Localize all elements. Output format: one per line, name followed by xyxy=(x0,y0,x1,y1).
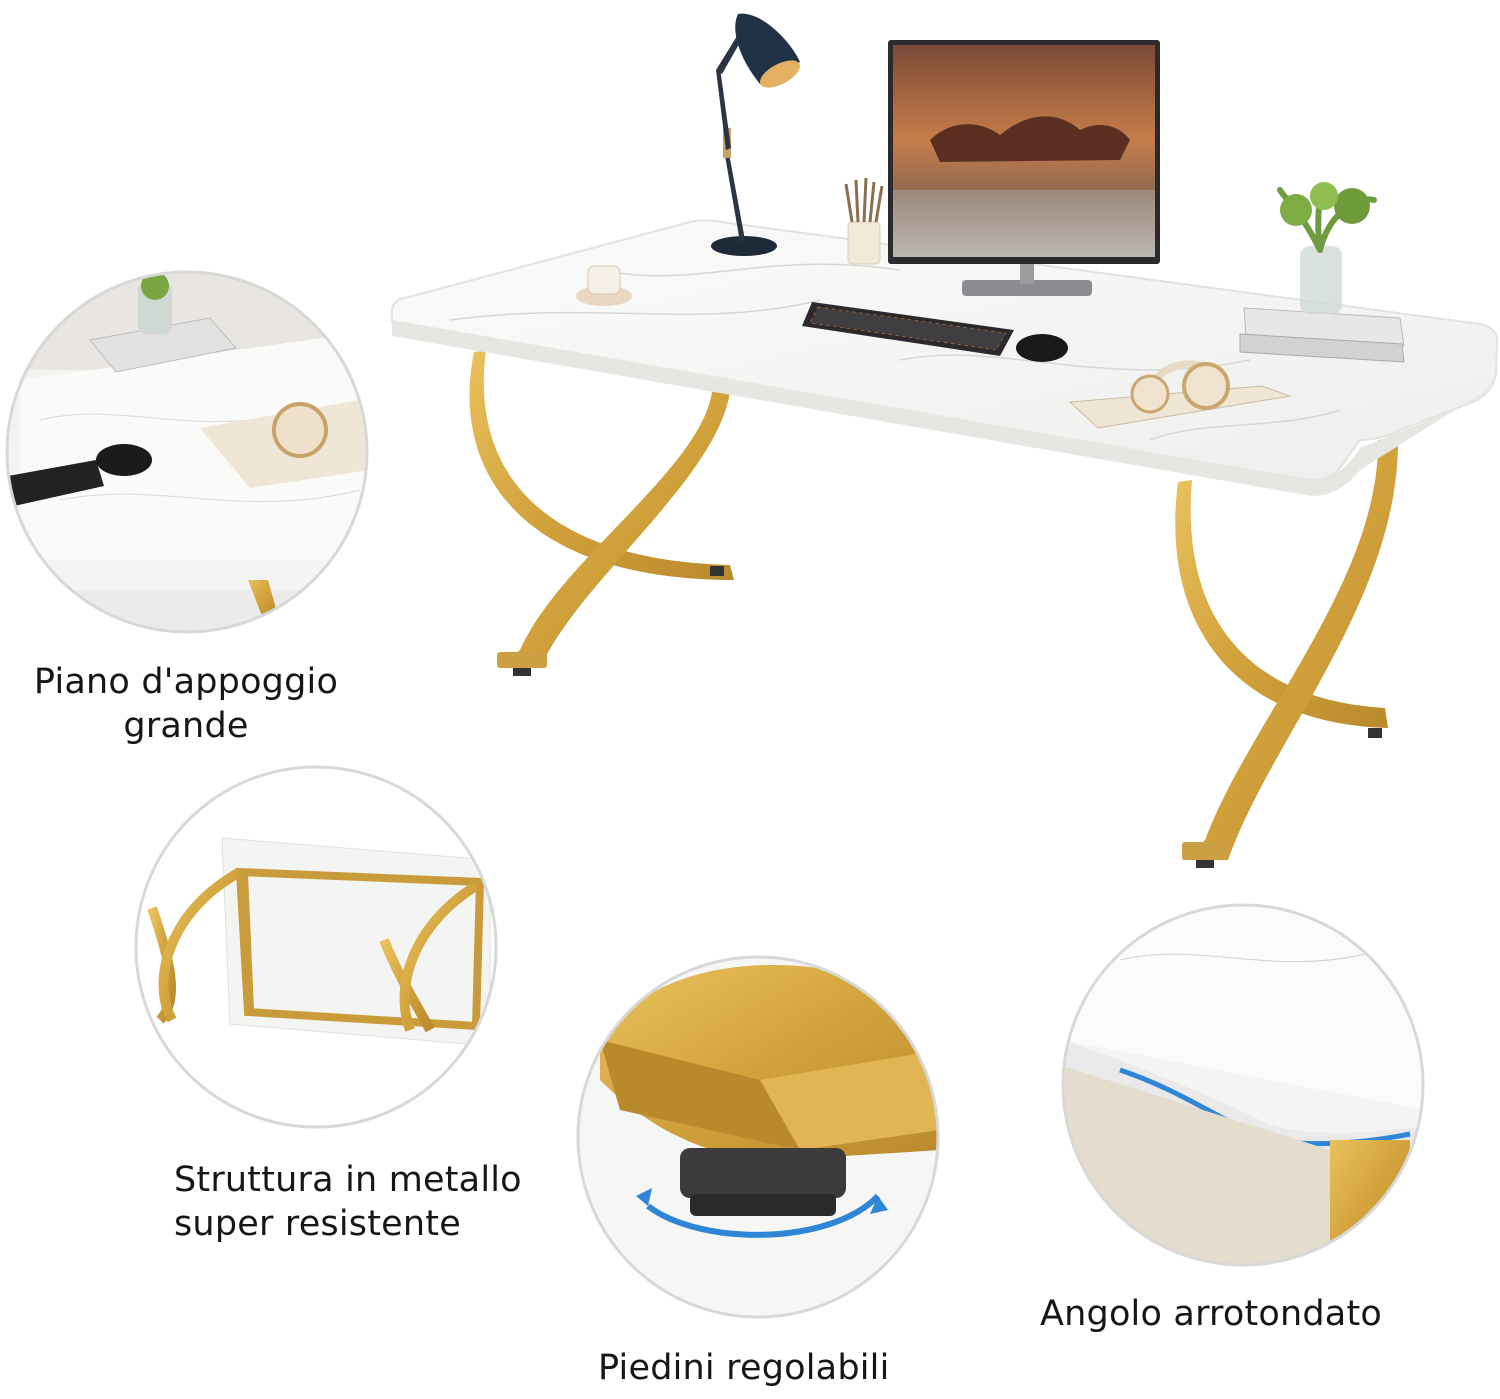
pencil-cup xyxy=(844,177,884,265)
caption-frame-line1: Struttura in metallo xyxy=(174,1160,522,1200)
books-and-plant xyxy=(1239,182,1405,363)
monitor xyxy=(888,40,1160,296)
desk xyxy=(391,13,1499,868)
detail-circle-frame xyxy=(134,765,498,1129)
caption-top-surface-line2: grande xyxy=(123,706,249,746)
coffee-cup xyxy=(576,265,632,306)
headphones-on-magazine xyxy=(1068,360,1292,429)
caption-top-surface-line1: Piano d'appoggio xyxy=(33,662,339,702)
caption-frame-line2: super resistente xyxy=(174,1204,461,1244)
caption-feet: Piedini regolabili xyxy=(598,1348,890,1388)
detail-circle-feet xyxy=(576,955,940,1319)
caption-top-surface: Piano d'appoggio grande xyxy=(0,660,372,748)
desk-leg-left xyxy=(469,350,734,676)
caption-frame: Struttura in metallo super resistente xyxy=(174,1158,522,1246)
detail-circle-tabletop xyxy=(5,270,369,634)
detail-circle-corner xyxy=(1061,903,1425,1267)
rotate-arrow-icon xyxy=(646,1193,881,1238)
caption-corner: Angolo arrotondato xyxy=(1040,1294,1382,1334)
desk-leg-right xyxy=(1175,440,1398,868)
desk-lamp xyxy=(711,13,800,256)
keyboard xyxy=(802,302,1014,356)
mouse xyxy=(1016,334,1068,362)
